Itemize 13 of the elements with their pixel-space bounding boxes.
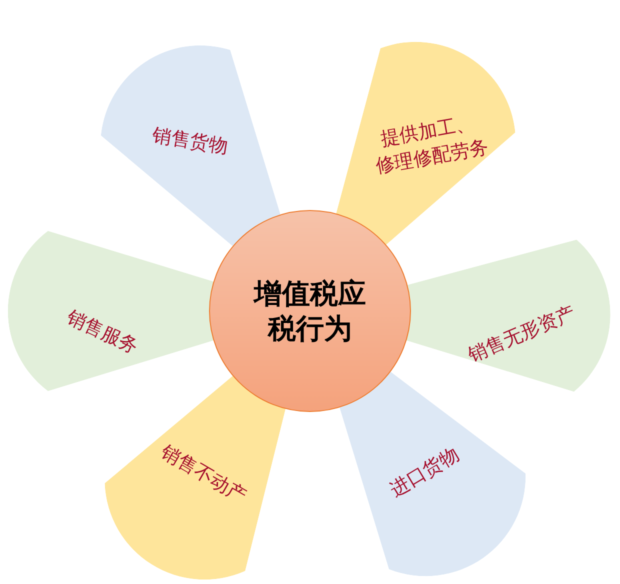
circle-label: 增值税应税行为 bbox=[252, 277, 367, 346]
sector-label: 进口货物 bbox=[386, 443, 464, 504]
sector-label: 提供加工、修理修配劳务 bbox=[373, 112, 492, 180]
petal-sector bbox=[100, 45, 281, 247]
petal-sector bbox=[339, 371, 526, 577]
sector-label: 销售无形资产 bbox=[464, 302, 580, 368]
sector-label: 销售货物 bbox=[150, 124, 230, 160]
petal-sector bbox=[405, 239, 611, 392]
sector-label: 销售不动产 bbox=[156, 440, 251, 510]
petal-sector bbox=[104, 375, 286, 580]
petal-sector bbox=[7, 230, 215, 392]
petal-sector bbox=[335, 41, 516, 246]
sector-label: 销售服务 bbox=[62, 306, 142, 360]
